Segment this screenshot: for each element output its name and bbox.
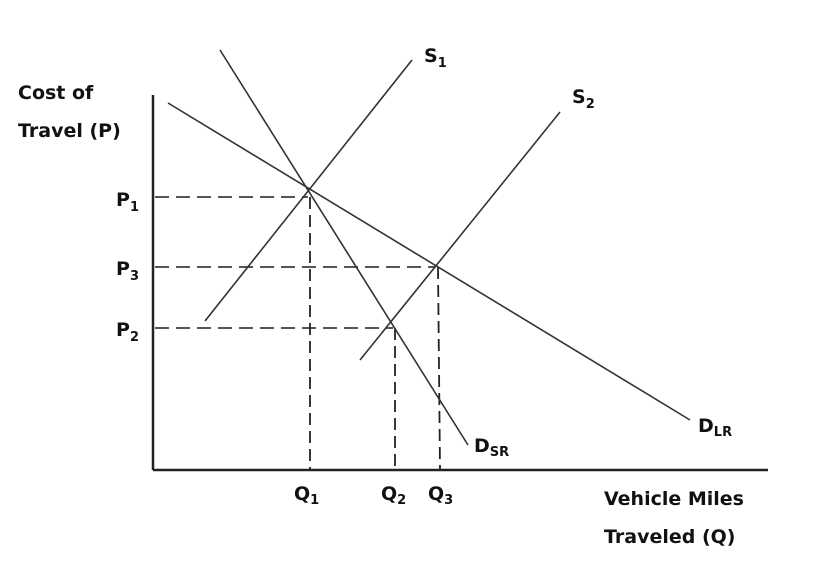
dsr-curve <box>219 49 469 446</box>
dlr-label: DLR <box>698 415 732 440</box>
q3-guide <box>437 266 441 470</box>
s1-label: S1 <box>424 45 447 71</box>
q2-label: Q2 <box>381 483 406 508</box>
p3-label: P3 <box>116 258 139 284</box>
q1-label: Q1 <box>294 483 319 508</box>
dlr-curve <box>167 102 691 421</box>
s1-curve <box>204 59 413 322</box>
s2-curve <box>359 111 561 361</box>
y-axis-title-line2: Travel (P) <box>18 120 121 142</box>
y-axis-title-line1: Cost of <box>18 82 94 104</box>
x-axis-title-line1: Vehicle Miles <box>604 488 744 510</box>
dsr-label: DSR <box>474 435 509 460</box>
p1-label: P1 <box>116 189 139 215</box>
s2-label: S2 <box>572 86 595 112</box>
p2-label: P2 <box>116 319 139 345</box>
x-axis-title-line2: Traveled (Q) <box>604 526 735 548</box>
q3-label: Q3 <box>428 483 453 508</box>
